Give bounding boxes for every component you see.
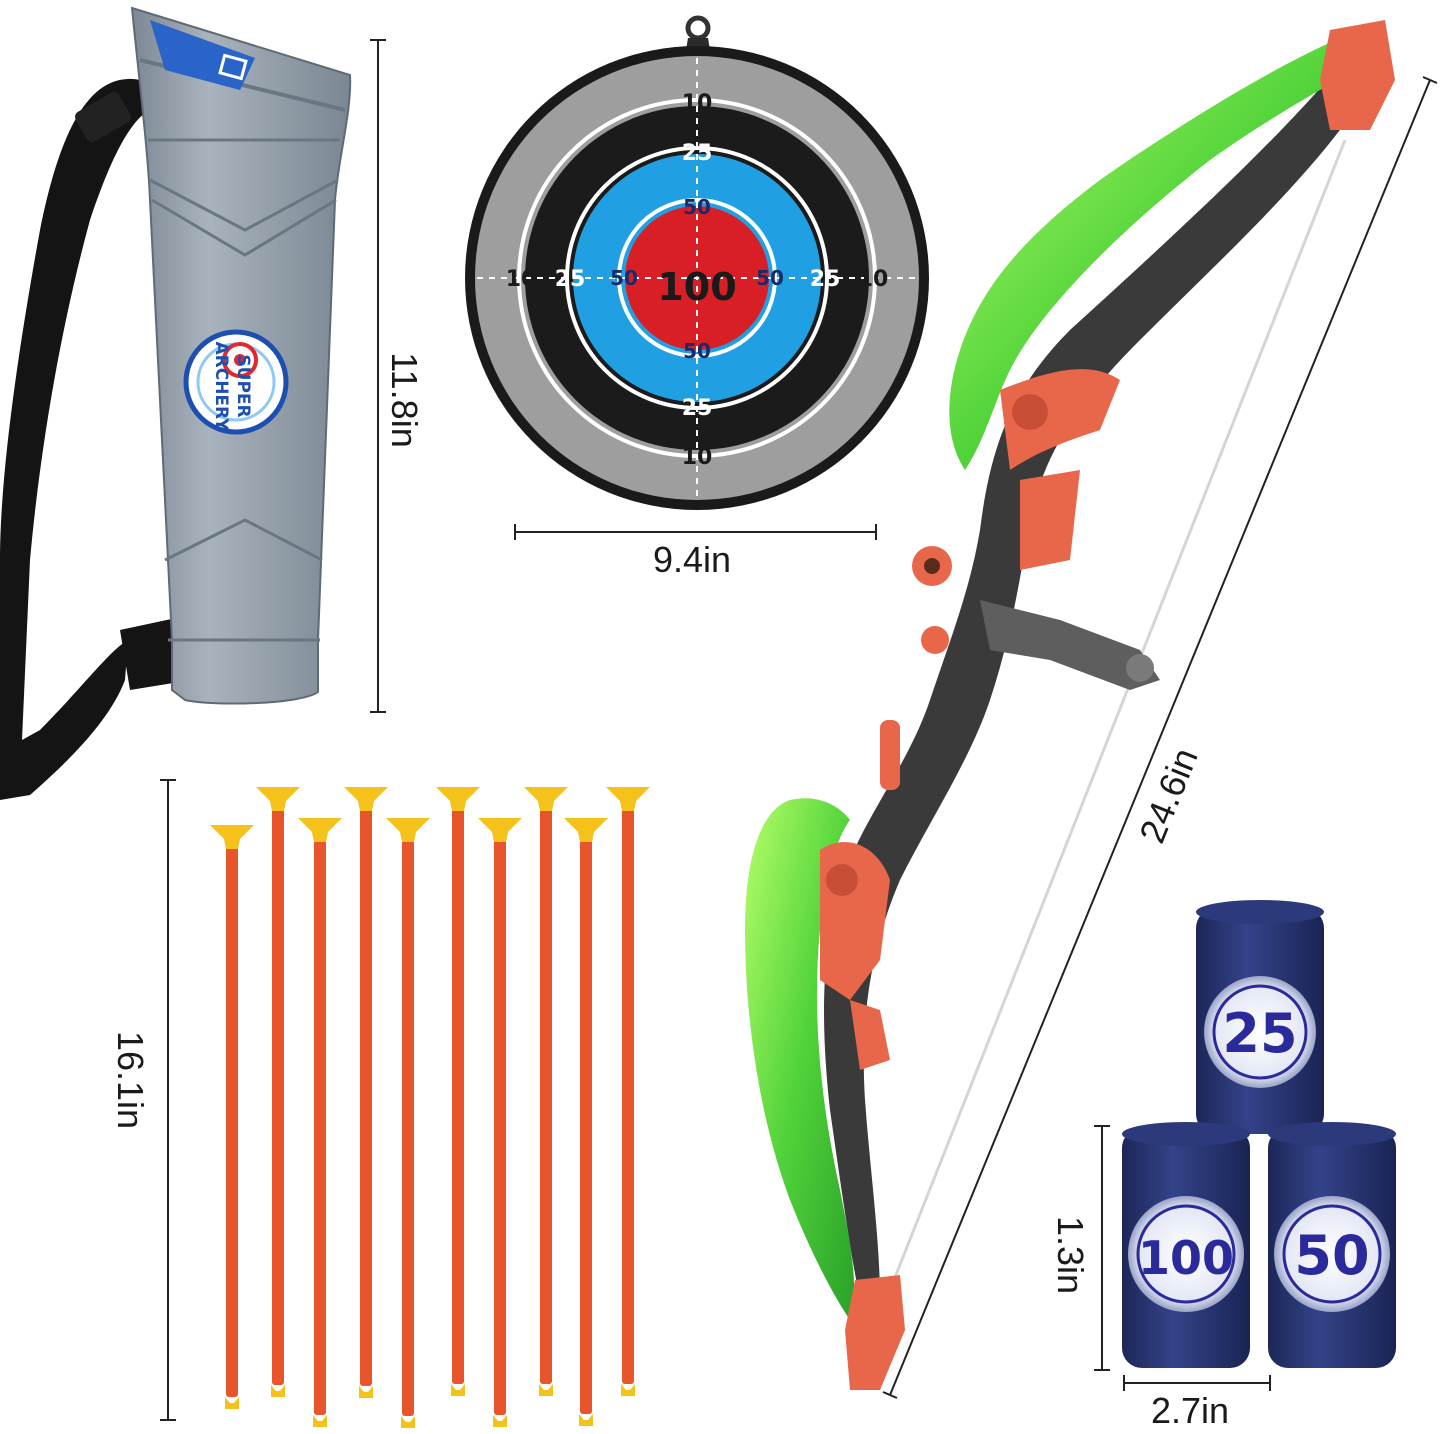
arrow bbox=[606, 787, 650, 1396]
arrow-shaft bbox=[452, 807, 464, 1384]
target: 100 50 50 50 50 25 25 25 25 10 10 10 10 bbox=[465, 15, 929, 510]
arrow-nock bbox=[451, 1384, 465, 1396]
super-archery-logo: SUPER ARCHERY bbox=[183, 329, 289, 435]
arrow bbox=[256, 787, 300, 1397]
arrow-shaft bbox=[494, 838, 506, 1415]
target-10-bottom: 10 bbox=[682, 445, 713, 470]
arrow-shaft bbox=[272, 807, 284, 1385]
suction-cup bbox=[344, 787, 388, 811]
bow-string bbox=[888, 139, 1347, 1291]
logo-text-super: SUPER bbox=[233, 354, 253, 417]
arrow-shaft bbox=[402, 838, 414, 1416]
target-50-top: 50 bbox=[683, 195, 711, 219]
suction-cup bbox=[298, 818, 342, 842]
suction-cup bbox=[524, 787, 568, 811]
arrow-shaft bbox=[622, 807, 634, 1384]
logo-text-archery: ARCHERY bbox=[211, 341, 231, 431]
target-25-bottom: 25 bbox=[682, 396, 713, 421]
target-width-label: 9.4in bbox=[653, 539, 731, 580]
suction-cup bbox=[210, 825, 254, 849]
can-width-label: 2.7in bbox=[1151, 1390, 1229, 1431]
can-height-label: 1.3in bbox=[1050, 1216, 1091, 1294]
arrow-length-dimension: 16.1in bbox=[110, 779, 176, 1421]
arrow-shaft bbox=[314, 838, 326, 1415]
quiver-height-label: 11.8in bbox=[384, 352, 425, 447]
can-width-dimension: 2.7in bbox=[1123, 1375, 1271, 1431]
arrow-nock bbox=[621, 1384, 635, 1396]
suction-cup bbox=[564, 818, 608, 842]
bow-arrow-rest bbox=[980, 600, 1160, 690]
target-50-left: 50 bbox=[610, 266, 638, 290]
suction-cup bbox=[606, 787, 650, 811]
can-bottom-right: 50 bbox=[1268, 1122, 1396, 1368]
target-25-left: 25 bbox=[555, 267, 586, 292]
can-bottom-left: 100 bbox=[1122, 1122, 1250, 1368]
quiver: SUPER ARCHERY bbox=[0, 6, 352, 801]
can-top-value: 25 bbox=[1222, 1002, 1297, 1065]
arrow-shaft bbox=[226, 845, 238, 1397]
arrow-shaft bbox=[540, 807, 552, 1384]
arrow-shaft bbox=[580, 838, 592, 1414]
arrow bbox=[386, 818, 430, 1428]
target-50-right: 50 bbox=[756, 266, 784, 290]
arrow bbox=[298, 818, 342, 1427]
suction-cup bbox=[478, 818, 522, 842]
quiver-height-dimension: 11.8in bbox=[370, 39, 425, 713]
suction-cup bbox=[256, 787, 300, 811]
suction-cup bbox=[386, 818, 430, 842]
arrow bbox=[344, 787, 388, 1398]
target-10-right: 10 bbox=[858, 267, 889, 292]
arrow-nock bbox=[579, 1414, 593, 1426]
quiver-strap bbox=[0, 78, 150, 801]
arrow-shaft bbox=[360, 807, 372, 1386]
arrow-nock bbox=[225, 1397, 239, 1409]
can-top: 25 bbox=[1196, 900, 1324, 1134]
arrow-nock bbox=[271, 1385, 285, 1397]
target-10-top: 10 bbox=[682, 91, 713, 116]
arrow bbox=[564, 818, 608, 1426]
arrow bbox=[210, 825, 254, 1409]
target-10-left: 10 bbox=[506, 267, 537, 292]
arrow-length-label: 16.1in bbox=[110, 1031, 151, 1129]
can-bottom-right-value: 50 bbox=[1294, 1224, 1369, 1287]
arrow-nock bbox=[493, 1415, 507, 1427]
arrow-nock bbox=[359, 1386, 373, 1398]
bow-length-label: 24.6in bbox=[1131, 742, 1206, 848]
can-bottom-left-value: 100 bbox=[1138, 1231, 1234, 1285]
target-25-top: 25 bbox=[682, 141, 713, 166]
arrow-nock bbox=[313, 1415, 327, 1427]
arrow bbox=[524, 787, 568, 1396]
bow bbox=[745, 20, 1395, 1390]
suction-cup bbox=[436, 787, 480, 811]
can-height-dimension: 1.3in bbox=[1050, 1125, 1110, 1371]
arrow-nock bbox=[401, 1416, 415, 1428]
arrow bbox=[436, 787, 480, 1396]
arrow-nock bbox=[539, 1384, 553, 1396]
target-width-dimension: 9.4in bbox=[514, 524, 877, 580]
target-25-right: 25 bbox=[810, 267, 841, 292]
target-center-label: 100 bbox=[657, 265, 736, 309]
target-50-bottom: 50 bbox=[683, 339, 711, 363]
bow-accents bbox=[820, 20, 1395, 1390]
bow-lower-limb bbox=[745, 798, 855, 1320]
arrows-group bbox=[210, 787, 650, 1428]
arrow bbox=[478, 818, 522, 1427]
